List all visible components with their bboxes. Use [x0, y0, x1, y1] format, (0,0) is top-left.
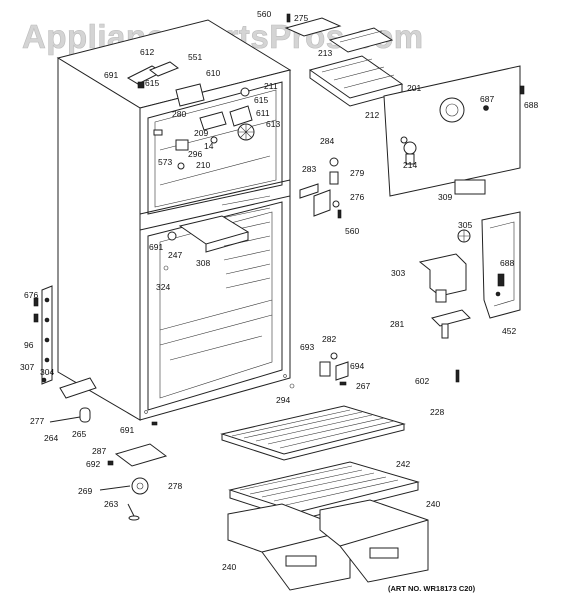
- part-label: 284: [320, 136, 334, 146]
- part-label: 296: [188, 149, 202, 159]
- part-label: 277: [30, 416, 44, 426]
- part-label: 688: [524, 100, 538, 110]
- part-label: 305: [458, 220, 472, 230]
- part-label: 560: [345, 226, 359, 236]
- art-number: (ART NO. WR18173 C20): [388, 584, 476, 593]
- control-panel: [383, 65, 525, 197]
- part-label: 611: [256, 108, 270, 118]
- part-label: 613: [266, 119, 280, 129]
- leveling-and-hinge-parts: [33, 285, 97, 423]
- light-assembly: [418, 211, 521, 339]
- part-label: 602: [415, 376, 429, 386]
- part-label: 287: [92, 446, 106, 456]
- part-label: 692: [86, 459, 100, 469]
- part-label: 615: [254, 95, 268, 105]
- part-label: 201: [407, 83, 421, 93]
- part-label: 280: [172, 109, 186, 119]
- freezer-fan-assembly: [126, 61, 255, 170]
- part-label: 676: [24, 290, 38, 300]
- part-label: 228: [430, 407, 444, 417]
- part-label: 294: [276, 395, 290, 405]
- part-label: 282: [322, 334, 336, 344]
- part-label: 247: [168, 250, 182, 260]
- part-label: 691: [149, 242, 163, 252]
- part-label: 209: [194, 128, 208, 138]
- part-label: 560: [257, 9, 271, 19]
- part-label: 691: [104, 70, 118, 80]
- part-label: 693: [300, 342, 314, 352]
- part-label: 267: [356, 381, 370, 391]
- part-label: 214: [403, 160, 417, 170]
- part-label: 610: [206, 68, 220, 78]
- part-label: 242: [396, 459, 410, 469]
- part-label: 307: [20, 362, 34, 372]
- crisper-cover-shelf: [228, 461, 420, 521]
- part-label: 96: [24, 340, 34, 350]
- lower-hinge-parts: [289, 352, 460, 389]
- part-number-labels: 560 275 213 612 551 691 610 615 211 201 687 688 212 2…: [20, 9, 538, 572]
- part-label: 309: [438, 192, 452, 202]
- part-label: 240: [222, 562, 236, 572]
- part-label: 324: [156, 282, 170, 292]
- roller-and-grille-parts: [99, 421, 168, 521]
- part-label: 615: [145, 78, 159, 88]
- part-label: 211: [264, 81, 278, 91]
- part-label: 283: [302, 164, 316, 174]
- upper-hinge: [299, 157, 342, 219]
- part-label: 265: [72, 429, 86, 439]
- part-label: 275: [294, 13, 308, 23]
- part-label: 263: [104, 499, 118, 509]
- part-label: 452: [502, 326, 516, 336]
- wire-shelf: [220, 405, 406, 461]
- part-label: 687: [480, 94, 494, 104]
- part-label: 269: [78, 486, 92, 496]
- part-label: 14: [204, 141, 214, 151]
- part-label: 278: [168, 481, 182, 491]
- part-label: 551: [188, 52, 202, 62]
- part-label: 212: [365, 110, 379, 120]
- part-label: 279: [350, 168, 364, 178]
- part-label: 281: [390, 319, 404, 329]
- part-label: 303: [391, 268, 405, 278]
- part-label: 276: [350, 192, 364, 202]
- part-label: 691: [120, 425, 134, 435]
- part-label: 210: [196, 160, 210, 170]
- crisper-drawers: [227, 499, 429, 591]
- part-label: 573: [158, 157, 172, 167]
- part-label: 264: [44, 433, 58, 443]
- part-label: 688: [500, 258, 514, 268]
- fresh-food-controls: [163, 215, 250, 271]
- part-label: 240: [426, 499, 440, 509]
- part-label: 304: [40, 367, 54, 377]
- part-label: 612: [140, 47, 154, 57]
- part-label: 694: [350, 361, 364, 371]
- refrigerator-cabinet: [56, 19, 292, 421]
- part-label: 213: [318, 48, 332, 58]
- control-housing-brackets: [284, 13, 404, 107]
- part-label: 308: [196, 258, 210, 268]
